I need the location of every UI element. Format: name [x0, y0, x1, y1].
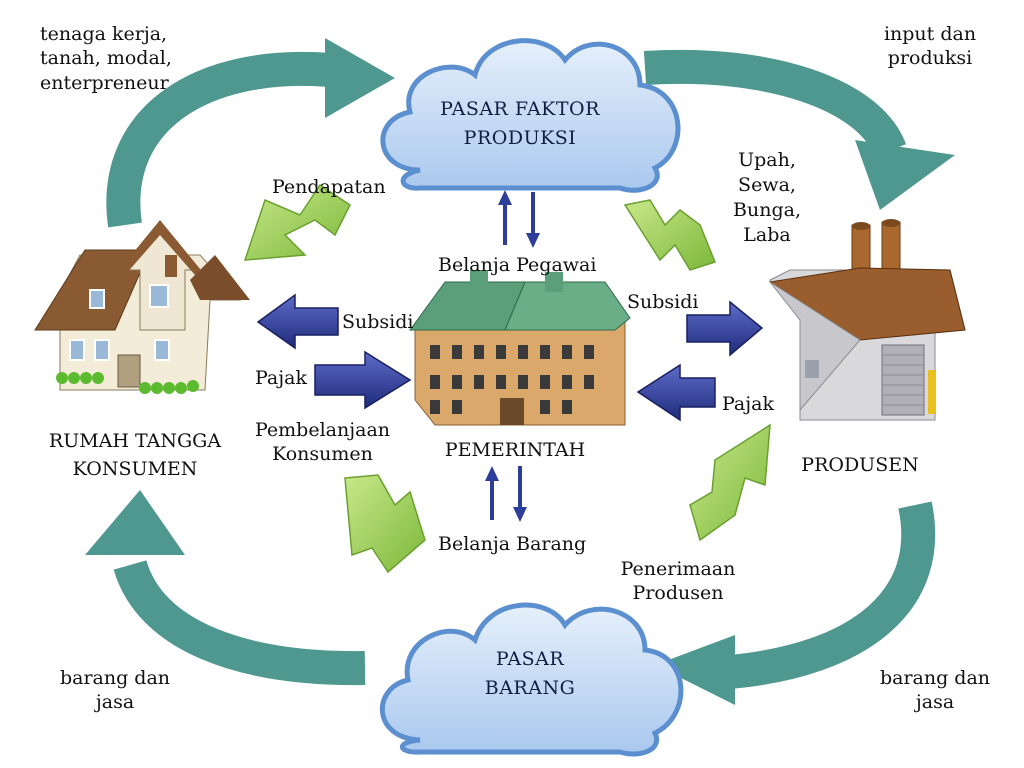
arrow-factor-income — [623, 199, 716, 271]
factor-income-line1: Upah, — [738, 149, 796, 171]
arrow-tax-producers — [636, 363, 716, 422]
factor-income-label: Upah, Sewa, Bunga, Laba — [722, 148, 812, 248]
goods-to-households-line1: barang dan — [59, 667, 171, 689]
producer-revenue-line1: Penerimaan — [620, 558, 736, 580]
arrow-employee-spending — [498, 190, 540, 248]
arrow-producers-to-goods-market — [728, 501, 936, 689]
production-input-line1: input dan — [883, 23, 977, 45]
factors-in-label: tenaga kerja, tanah, modal, enterpreneur — [40, 22, 172, 95]
subsidy-households-label: Subsidi — [342, 311, 414, 333]
producers-label: PRODUSEN — [801, 454, 919, 476]
goods-spending-label: Belanja Barang — [438, 533, 587, 555]
factors-in-line3: enterpreneur — [40, 71, 169, 94]
consumer-spending-label: Pembelanjaan Konsumen — [245, 418, 400, 467]
goods-market-label-line1: PASAR — [495, 648, 565, 670]
tax-producers-label: Pajak — [722, 393, 774, 415]
arrow-goods-market-to-households — [113, 559, 366, 686]
goods-to-households-line2: jasa — [95, 691, 135, 714]
goods-from-producers-label: barang dan jasa — [865, 666, 1005, 715]
households-label-line1: RUMAH TANGGA — [48, 430, 222, 452]
producer-revenue-line2: Produsen — [632, 582, 724, 605]
arrow-subsidy-producers — [686, 300, 764, 357]
arrow-goods-spending — [485, 466, 527, 522]
goods-to-households-label: barang dan jasa — [45, 666, 185, 715]
goods-from-producers-line1: barang dan — [879, 667, 991, 689]
arrow-producer-revenue — [689, 423, 771, 542]
arrow-tax-households — [314, 350, 412, 410]
tax-households-label: Pajak — [255, 367, 307, 389]
goods-market-label-line2: BARANG — [484, 676, 576, 699]
consumer-spending-line2: Konsumen — [272, 443, 373, 466]
goods-from-producers-line2: jasa — [915, 691, 955, 714]
employee-spending-label: Belanja Pegawai — [438, 254, 597, 276]
subsidy-producers-label: Subsidi — [627, 291, 699, 313]
factors-in-line2: tanah, modal, — [40, 47, 172, 70]
factor-income-line2: Sewa, — [738, 174, 796, 197]
production-input-label: input dan produksi — [870, 22, 990, 71]
arrow-head-factor-market — [325, 38, 395, 118]
households-label: RUMAH TANGGA KONSUMEN — [30, 428, 240, 483]
households-label-line2: KONSUMEN — [72, 457, 198, 480]
goods-market-cloud — [380, 602, 684, 757]
household-house-illustration — [34, 220, 250, 394]
producer-revenue-label: Penerimaan Produsen — [608, 557, 748, 606]
factor-income-line3: Bunga, — [733, 199, 801, 222]
government-label: PEMERINTAH — [444, 439, 586, 461]
factor-market-label-line1: PASAR FAKTOR — [440, 98, 600, 120]
arrow-head-goods-market — [655, 635, 735, 705]
arrow-consumer-spending — [344, 474, 426, 574]
arrow-factor-market-to-producers — [643, 49, 906, 157]
factor-market-cloud — [380, 38, 681, 193]
arrow-households-to-factor-market — [106, 51, 332, 228]
teal-flow-arrows — [85, 38, 955, 705]
goods-market-label: PASAR BARANG — [440, 645, 620, 702]
factors-in-line1: tenaga kerja, — [40, 23, 168, 45]
government-building-illustration — [409, 270, 631, 426]
factor-market-label: PASAR FAKTOR PRODUKSI — [420, 95, 620, 152]
arrow-income — [243, 183, 351, 261]
consumer-spending-line1: Pembelanjaan — [254, 419, 391, 441]
production-input-line2: produksi — [887, 47, 973, 70]
factor-market-label-line2: PRODUKSI — [463, 126, 577, 149]
factor-income-line4: Laba — [743, 224, 791, 247]
arrow-head-households — [85, 490, 185, 555]
producer-factory-illustration — [768, 219, 966, 421]
arrow-head-producers — [855, 140, 955, 210]
blue-flow-arrows — [256, 190, 764, 522]
green-flow-arrows — [243, 183, 771, 574]
income-label: Pendapatan — [272, 176, 386, 198]
arrow-subsidy-households — [256, 293, 339, 350]
